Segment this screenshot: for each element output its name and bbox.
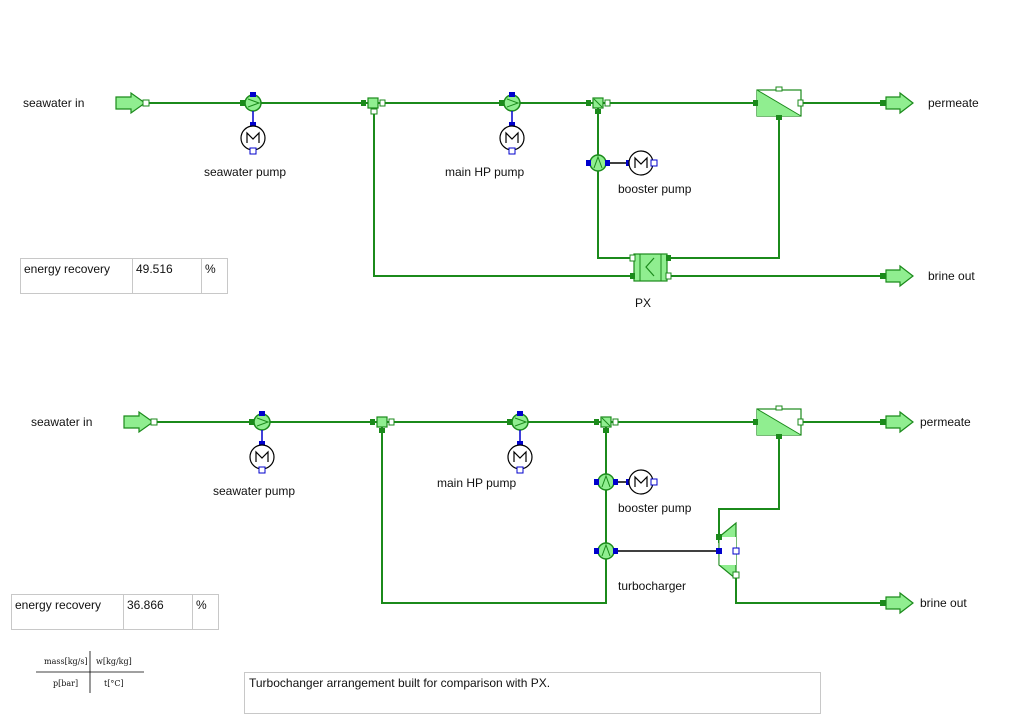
legend-grid	[36, 651, 144, 693]
seawater-in-label-bottom: seawater in	[31, 415, 93, 429]
energy-recovery-label-bottom: energy recovery	[12, 595, 124, 629]
energy-recovery-result-top[interactable]: energy recovery 49.516 %	[20, 258, 228, 294]
ro-membrane-top[interactable]	[753, 86, 804, 120]
booster-pump-bottom[interactable]	[594, 473, 631, 491]
brine-outlet-arrow-top[interactable]	[880, 264, 914, 288]
main-hp-pump-top[interactable]	[499, 92, 521, 127]
booster-pump-label-top: booster pump	[618, 182, 692, 196]
booster-pump-top[interactable]	[586, 154, 631, 172]
turbocharger-turbine[interactable]	[716, 521, 740, 581]
seawater-in-label-top: seawater in	[23, 96, 85, 110]
brine-outlet-arrow-bottom[interactable]	[880, 591, 914, 615]
energy-recovery-value-bottom: 36.866	[124, 595, 193, 629]
px-label: PX	[635, 296, 652, 310]
seawater-pump-label-bottom: seawater pump	[213, 484, 296, 498]
main-hp-pump-bottom[interactable]	[507, 411, 529, 446]
energy-recovery-value-top: 49.516	[133, 259, 202, 293]
booster-pump-label-bottom: booster pump	[618, 501, 692, 515]
booster-pump-motor-top[interactable]	[628, 150, 658, 176]
energy-recovery-result-bottom[interactable]: energy recovery 36.866 %	[11, 594, 219, 630]
legend-temperature: t[°C]	[104, 679, 124, 688]
mixer-top[interactable]	[586, 97, 611, 114]
brine-out-label-bottom: brine out	[920, 596, 967, 610]
seawater-pump-label-top: seawater pump	[204, 165, 287, 179]
main-hp-pump-label-top: main HP pump	[445, 165, 525, 179]
seawater-pump-bottom[interactable]	[249, 411, 271, 446]
permeate-outlet-arrow-bottom[interactable]	[880, 410, 914, 434]
comment-text-box[interactable]: Turbochanger arrangement built for compa…	[244, 672, 821, 714]
energy-recovery-unit-top: %	[205, 262, 216, 276]
seawater-inlet-arrow-bottom[interactable]	[123, 410, 158, 434]
brine-out-label-top: brine out	[928, 269, 975, 283]
seawater-pump-motor-top[interactable]	[240, 125, 266, 155]
permeate-label-top: permeate	[928, 96, 979, 110]
main-hp-pump-motor-bottom[interactable]	[507, 444, 533, 474]
ro-membrane-bottom[interactable]	[753, 405, 804, 439]
bottom-flowsheet	[123, 405, 914, 615]
legend-composition: w[kg/kg]	[96, 657, 132, 666]
permeate-label-bottom: permeate	[920, 415, 971, 429]
booster-pump-motor-bottom[interactable]	[628, 469, 658, 495]
permeate-outlet-arrow-top[interactable]	[880, 91, 914, 115]
top-flowsheet	[115, 86, 914, 288]
energy-recovery-unit-bottom: %	[196, 598, 207, 612]
seawater-pump-top[interactable]	[240, 92, 262, 127]
main-hp-pump-label-bottom: main HP pump	[437, 476, 517, 490]
seawater-pump-motor-bottom[interactable]	[249, 444, 275, 474]
turbocharger-pump[interactable]	[594, 542, 618, 560]
pressure-exchanger-px[interactable]	[629, 253, 672, 282]
main-hp-pump-motor-top[interactable]	[499, 125, 525, 155]
splitter-top-1[interactable]	[361, 97, 386, 115]
turbocharger-label: turbocharger	[618, 579, 687, 593]
splitter-bottom-1[interactable]	[370, 416, 395, 433]
energy-recovery-label-top: energy recovery	[21, 259, 133, 293]
stream-value-legend[interactable]: mass[kg/s] w[kg/kg] p[bar] t[°C]	[36, 649, 144, 695]
seawater-inlet-arrow-top[interactable]	[115, 91, 150, 115]
mixer-bottom[interactable]	[594, 416, 619, 433]
legend-pressure: p[bar]	[53, 679, 79, 688]
legend-mass: mass[kg/s]	[44, 657, 88, 666]
